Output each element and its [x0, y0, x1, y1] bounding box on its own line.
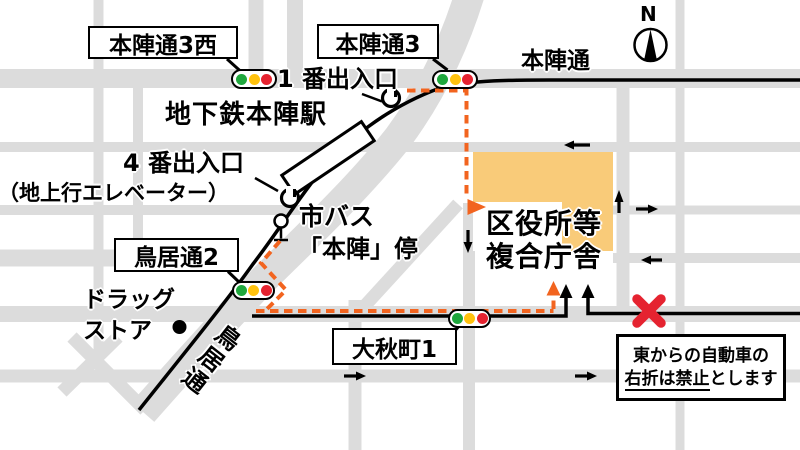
intersection-label-honjin3: 本陣通3	[317, 24, 439, 59]
intersection-label-honjin3-west: 本陣通3西	[88, 26, 238, 59]
car-route-arrow-icon	[559, 284, 573, 298]
building-shape	[473, 152, 613, 251]
exit4-pointer-line	[254, 176, 279, 193]
signal-yellow-icon	[449, 74, 461, 85]
signal-green-icon	[235, 285, 247, 296]
route-from-busstop	[258, 239, 289, 312]
signal-green-icon	[451, 313, 463, 324]
traffic-light-honjin3-west-icon	[231, 69, 277, 89]
intersection-label-toriidori2-text: 鳥居通2	[133, 245, 219, 271]
signal-red-icon	[462, 74, 473, 85]
signal-yellow-icon	[248, 73, 260, 85]
exit4-elevator-note: （地上行エレベーター）	[0, 181, 229, 205]
one-way-arrow-east-icon	[636, 204, 658, 214]
traffic-light-toriidori2-icon	[232, 281, 275, 300]
intersection-label-oakicho1-text: 大秋町1	[351, 336, 437, 363]
subway-exit1-label: 1 番出入口	[277, 65, 399, 93]
subway-entrance-1-icon	[380, 86, 402, 109]
notice-line2: 右折は禁止とします	[619, 368, 783, 391]
signal-red-icon	[476, 313, 488, 324]
building-notch	[473, 202, 562, 251]
one-way-arrow-south-icon	[463, 230, 473, 253]
guide-routes	[256, 88, 556, 313]
signal-red-icon	[261, 73, 272, 85]
traffic-light-oakicho1-icon	[448, 309, 491, 328]
compass-north-label: N	[640, 2, 657, 26]
one-way-arrow-east3-icon	[344, 371, 366, 381]
car-route-lines	[252, 284, 800, 318]
traffic-light-honjin3-icon	[432, 70, 478, 89]
signal-yellow-icon	[464, 313, 475, 324]
notice-line2-rest: とします	[709, 369, 778, 389]
compass-icon	[633, 27, 668, 63]
car-route-from-west	[252, 297, 568, 318]
car-route-arrow2-icon	[581, 284, 595, 298]
signal-yellow-icon	[248, 285, 259, 296]
north-needle-icon	[644, 29, 657, 61]
intersection-label-honjin3-west-text: 本陣通3西	[108, 32, 217, 59]
one-way-arrow-north-icon	[614, 190, 624, 213]
signal-green-icon	[437, 74, 448, 85]
signal-red-icon	[260, 285, 272, 296]
road-stub-sw	[57, 332, 123, 397]
subway-entrance-4-icon	[279, 186, 301, 209]
one-way-arrow-east2-icon	[575, 371, 597, 381]
one-way-arrow-west2-icon	[641, 255, 662, 265]
no-right-turn-notice: 東からの自動車の 右折は禁止とします	[616, 334, 786, 401]
route-from-exit1	[407, 88, 469, 198]
intersection-label-toriidori2: 鳥居通2	[114, 238, 239, 272]
citybus-label: 市バス	[299, 202, 375, 231]
bus-stop-icon	[273, 213, 289, 242]
route-arrow-east-icon	[467, 199, 486, 215]
station-label: 地下鉄本陣駅	[165, 100, 328, 130]
signal-green-icon	[236, 73, 247, 85]
building-label-line1: 区役所等	[486, 207, 603, 240]
subway-station-icon	[279, 119, 377, 197]
store-dot-icon	[172, 320, 187, 334]
intersection-label-honjin3-text: 本陣通3	[335, 31, 421, 58]
drugstore-label-line1: ドラッグ	[83, 287, 175, 313]
honjin3-tail	[432, 57, 449, 72]
subway-exit4-label: 4 番出入口	[123, 149, 245, 177]
road-diagonal2	[345, 199, 463, 327]
route-arrow-north-icon	[546, 281, 561, 296]
one-way-arrow-west-icon	[564, 140, 590, 150]
building-label-line2: 複合庁舎	[486, 240, 603, 273]
one-way-arrows	[344, 140, 662, 381]
prohibit-x-icon	[632, 294, 666, 328]
drugstore-label-line2: ストア	[83, 318, 152, 344]
busstop-label: 「本陣」停	[298, 235, 418, 263]
car-route-from-east	[586, 297, 800, 316]
notice-line2-underlined: 右折は禁止	[624, 369, 710, 391]
notice-line1: 東からの自動車の	[633, 346, 769, 366]
road-stub-se	[67, 332, 150, 415]
exit1-pointer-line	[361, 92, 383, 103]
building-label: 区役所等 複合庁舎	[486, 207, 602, 273]
intersection-label-oakicho1: 大秋町1	[332, 328, 457, 365]
street-label-honjindori: 本陣通	[521, 48, 590, 74]
